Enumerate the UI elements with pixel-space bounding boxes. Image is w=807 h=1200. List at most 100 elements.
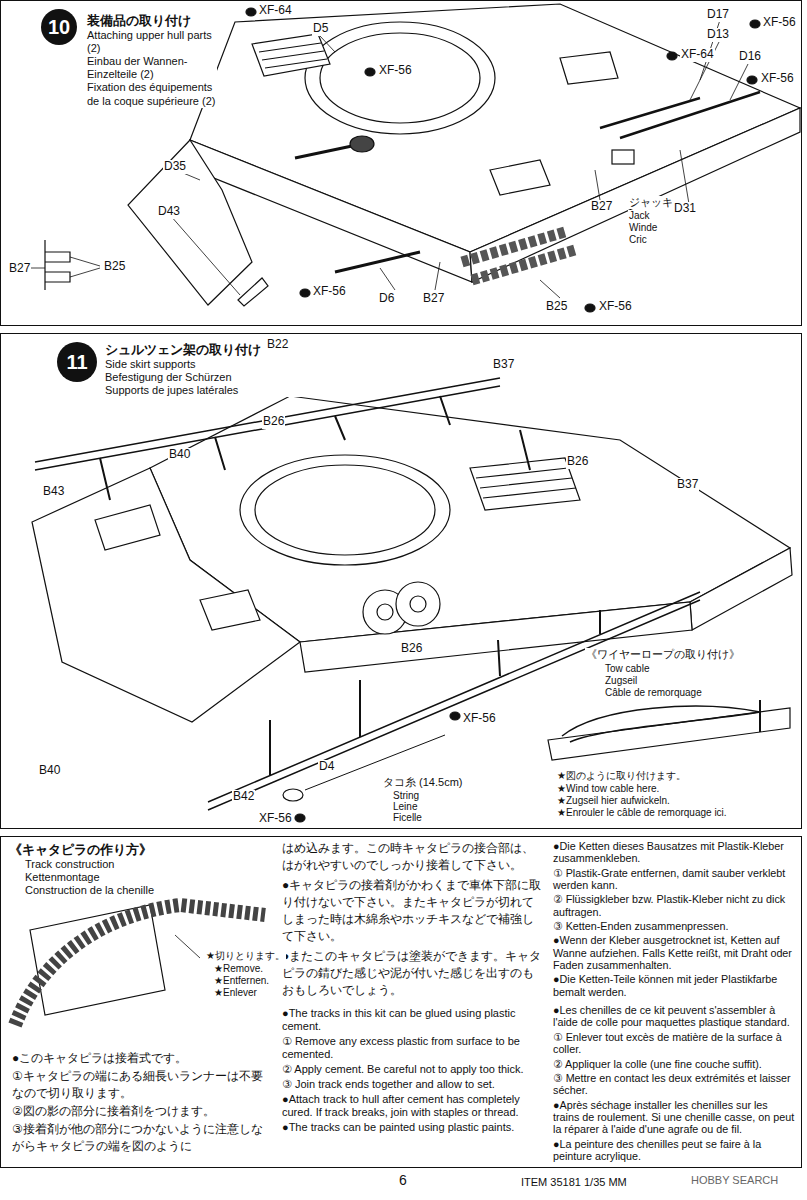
instruction-text: ① Plastik-Grate entfernen, damit sauber … <box>553 867 797 892</box>
annotation: ★図のように取り付けます。 <box>556 770 687 782</box>
instruction-text: ●The tracks in this kit can be glued usi… <box>282 1007 544 1033</box>
drawing-path <box>15 905 265 1025</box>
drawing-ellipse <box>750 20 760 28</box>
annotation: Tow cable <box>604 663 650 675</box>
drawing-path <box>45 240 70 290</box>
paint-code: XF-56 <box>378 64 413 78</box>
drawing-path <box>600 92 760 138</box>
text-column: ●このキャタピラは接着式です。①キャタピラの端にある細長いランナーは不要なので切… <box>12 1050 274 1155</box>
paint-code: XF-56 <box>312 285 347 299</box>
step-panel: シュルツェン架の取り付けSide skirt supportsBefestigu… <box>0 333 802 829</box>
paint-code: XF-56 <box>598 300 633 314</box>
step-title: シュルツェン架の取り付けSide skirt supportsBefestigu… <box>105 342 365 397</box>
instruction-text: ●Attach track to hull after cement has c… <box>282 1093 544 1119</box>
part-number: D17 <box>706 8 730 22</box>
drawing-ellipse <box>747 76 757 84</box>
annotation: Zugseil <box>604 675 638 687</box>
annotation: ★Wind tow cable here. <box>556 783 660 795</box>
drawing-ellipse <box>240 455 450 565</box>
drawing-path <box>30 257 100 277</box>
drawing-path <box>100 396 530 500</box>
paint-code: XF-56 <box>760 72 795 86</box>
part-number: B42 <box>232 790 255 804</box>
part-number: B40 <box>38 764 61 778</box>
title-translation: Befestigung der Schürzen <box>105 371 365 384</box>
instruction-text: ② Flüssigkleber bzw. Plastik-Kleber nich… <box>553 893 797 918</box>
part-number: B27 <box>8 262 31 276</box>
part-number: B27 <box>422 292 445 306</box>
paint-code: XF-64 <box>258 4 293 18</box>
drawing-ellipse <box>283 789 303 801</box>
title-translation: Attaching upper hull parts (2) <box>87 29 217 55</box>
paint-code: XF-56 <box>258 812 293 826</box>
drawing-ellipse <box>246 8 256 16</box>
annotation: ジャッキ <box>628 196 674 209</box>
step-number: 10 <box>41 9 77 45</box>
part-number: D16 <box>738 50 762 64</box>
title-translation: Track construction <box>25 858 209 871</box>
instruction-text: ③ Join track ends together and allow to … <box>282 1078 544 1091</box>
title-japanese: シュルツェン架の取り付け <box>105 342 365 358</box>
annotation: Leine <box>392 801 418 813</box>
instruction-text: ③接着剤が他の部分につかないように注意しながらキャタピラの端を図のように <box>12 1121 274 1155</box>
part-number: B37 <box>492 358 515 372</box>
drawing-circle <box>410 596 426 612</box>
instruction-text: ●またこのキャタピラは塗装ができます。キャタピラの錆びた感じや泥が付いた感じを出… <box>282 948 544 999</box>
title-translation: Construction de la chenille <box>25 884 209 897</box>
title-translation: Supports de jupes latérales <box>105 384 365 397</box>
instruction-text: ●Die Ketten dieses Bausatzes mit Plastik… <box>553 840 797 865</box>
annotation: Jack <box>628 210 651 222</box>
annotation: ★Remove. <box>213 963 264 975</box>
drawing-rect <box>612 150 634 164</box>
step-title: 装備品の取り付けAttaching upper hull parts (2)Ei… <box>87 13 217 108</box>
drawing-path <box>335 252 420 272</box>
instruction-text: ●このキャタピラは接着式です。 <box>12 1050 274 1067</box>
instruction-text: ●La peinture des chenilles peut se faire… <box>553 1138 797 1163</box>
drawing-path <box>472 250 575 280</box>
part-number: B22 <box>266 338 289 352</box>
part-number: D13 <box>706 28 730 42</box>
title-translation: Fixation des équipements de la coque sup… <box>87 81 217 107</box>
drawing-path <box>252 34 330 76</box>
drawing-ellipse <box>585 304 595 312</box>
drawing-path <box>190 4 800 252</box>
part-number: B26 <box>262 415 285 429</box>
annotation: ITEM 35181 1/35 MM <box>520 1176 628 1189</box>
instruction-text: ② Apply cement. Be careful not to apply … <box>282 1063 544 1076</box>
part-number: D6 <box>378 292 395 306</box>
annotation: HOBBY SEARCH <box>690 1174 779 1187</box>
paint-code: XF-56 <box>462 712 497 726</box>
paint-code: XF-56 <box>762 16 797 30</box>
annotation: ★Entfernen. <box>213 975 270 987</box>
part-number: B43 <box>42 485 65 499</box>
drawing-path <box>560 52 618 84</box>
instruction-text: ●Die Ketten-Teile können mit jeder Plast… <box>553 973 797 998</box>
track-drawing <box>15 905 265 1025</box>
annotation: ★切りとります。 <box>205 950 286 962</box>
instruction-text: ② Appliquer la colle (une fine couche su… <box>553 1058 797 1070</box>
instruction-text: ●Les chenilles de ce kit peuvent s'assem… <box>553 1004 797 1029</box>
part-number: B26 <box>400 642 423 656</box>
part-number: D43 <box>157 205 181 219</box>
annotation: タコ糸 (14.5cm) <box>382 776 463 789</box>
drawing-ellipse <box>667 52 677 60</box>
drawing-path <box>295 146 352 158</box>
instruction-text: ① Remove any excess plastic from surface… <box>282 1035 544 1061</box>
instruction-text: ①キャタピラの端にある細長いランナーは不要なので切り取ります。 <box>12 1068 274 1102</box>
part-number: B40 <box>168 448 191 462</box>
drawing-ellipse <box>350 136 374 152</box>
hull-step11 <box>32 378 792 822</box>
part-number: D5 <box>312 22 329 36</box>
drawing-path <box>470 458 580 510</box>
instruction-text: ②図の影の部分に接着剤をつけます。 <box>12 1103 274 1120</box>
drawing-circle <box>377 604 393 620</box>
annotation: ★Enrouler le câble de remorquage ici. <box>556 807 728 819</box>
title-translation: Kettenmontage <box>25 871 209 884</box>
drawing-path <box>300 602 692 672</box>
text-column: ●Die Ketten dieses Bausatzes mit Plastik… <box>553 840 797 1162</box>
instruction-text: ●Wenn der Kleber ausgetrocknet ist, Kett… <box>553 934 797 971</box>
drawing-path <box>170 20 750 298</box>
title-japanese: 《キャタピラの作り方》 <box>9 842 209 858</box>
part-number: B27 <box>590 200 613 214</box>
annotation: 《ワイヤーロープの取り付け》 <box>585 648 741 661</box>
